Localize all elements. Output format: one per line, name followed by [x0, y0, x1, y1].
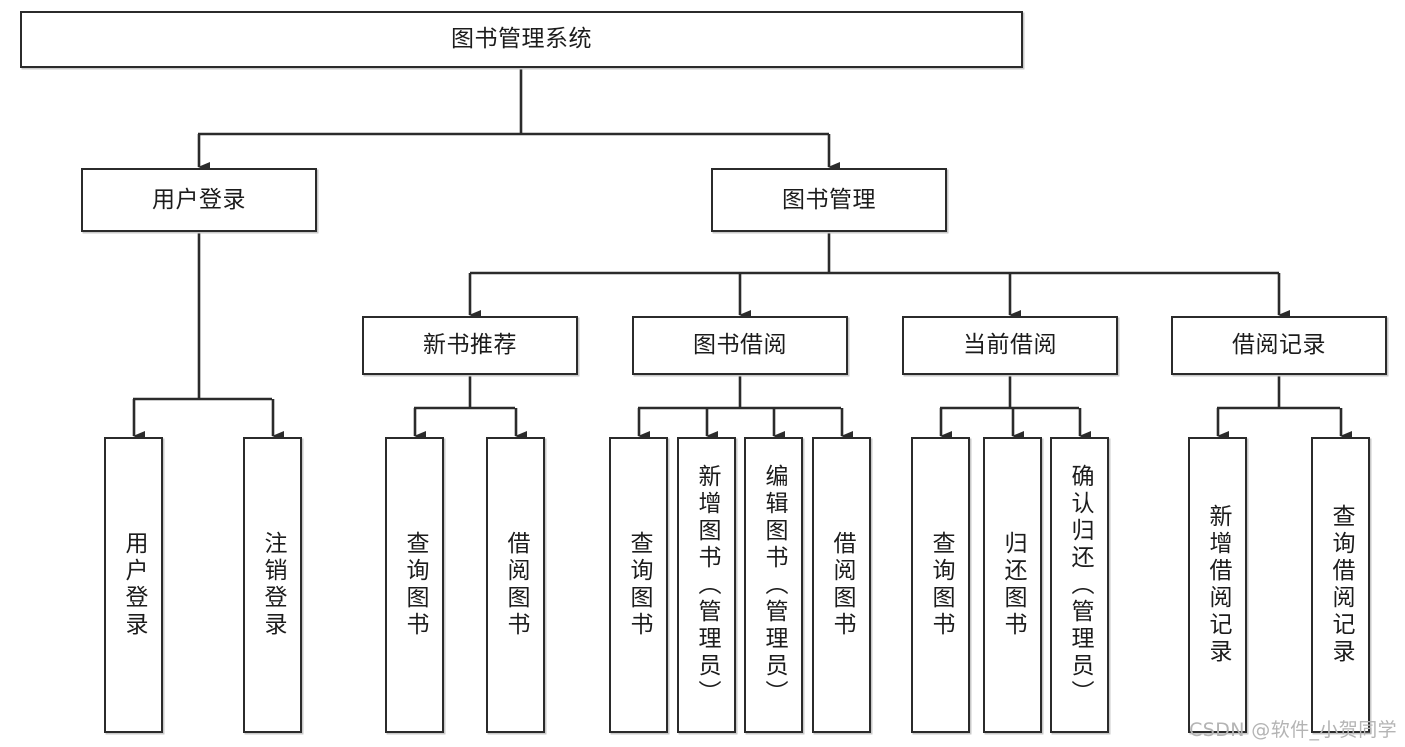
- node-label: 归还图书: [1000, 531, 1026, 639]
- node-label: 借阅图书: [829, 531, 855, 639]
- node-new-book-recommend[interactable]: 新书推荐: [362, 316, 578, 375]
- node-label: 查询借阅记录: [1328, 504, 1354, 666]
- leaf-borrow-borrow-book[interactable]: 借阅图书: [812, 437, 871, 733]
- node-user-login-module[interactable]: 用户登录: [81, 168, 317, 232]
- node-label: 查询图书: [928, 531, 954, 639]
- leaf-user-login[interactable]: 用户登录: [104, 437, 163, 733]
- leaf-user-logout[interactable]: 注销登录: [243, 437, 302, 733]
- node-label: 借阅记录: [1232, 332, 1326, 359]
- node-label: 编辑图书（管理员）: [761, 463, 787, 707]
- node-label: 新书推荐: [423, 332, 517, 359]
- node-label: 新增图书（管理员）: [694, 463, 720, 707]
- node-label: 注销登录: [260, 531, 286, 639]
- node-label: 用户登录: [121, 531, 147, 639]
- node-label: 图书借阅: [693, 332, 787, 359]
- leaf-current-confirm-return-admin[interactable]: 确认归还（管理员）: [1050, 437, 1109, 733]
- node-borrow-record[interactable]: 借阅记录: [1171, 316, 1387, 375]
- node-label: 借阅图书: [503, 531, 529, 639]
- node-book-management-module[interactable]: 图书管理: [711, 168, 947, 232]
- leaf-borrow-edit-book-admin[interactable]: 编辑图书（管理员）: [744, 437, 803, 733]
- node-label: 图书管理系统: [451, 26, 592, 53]
- node-label: 新增借阅记录: [1205, 504, 1231, 666]
- node-root-system[interactable]: 图书管理系统: [20, 11, 1023, 68]
- leaf-record-query-borrow-record[interactable]: 查询借阅记录: [1311, 437, 1370, 733]
- connector-group: [132, 68, 1352, 441]
- node-book-borrow[interactable]: 图书借阅: [632, 316, 848, 375]
- node-label: 图书管理: [782, 186, 876, 213]
- node-current-borrow[interactable]: 当前借阅: [902, 316, 1118, 375]
- node-label: 用户登录: [152, 186, 246, 213]
- leaf-borrow-add-book-admin[interactable]: 新增图书（管理员）: [677, 437, 736, 733]
- leaf-current-query-book[interactable]: 查询图书: [911, 437, 970, 733]
- leaf-current-return-book[interactable]: 归还图书: [983, 437, 1042, 733]
- leaf-record-add-borrow-record[interactable]: 新增借阅记录: [1188, 437, 1247, 733]
- node-label: 查询图书: [402, 531, 428, 639]
- node-label: 确认归还（管理员）: [1067, 463, 1093, 707]
- node-label: 当前借阅: [963, 332, 1057, 359]
- leaf-new-borrow-book[interactable]: 借阅图书: [486, 437, 545, 733]
- node-label: 查询图书: [626, 531, 652, 639]
- leaf-borrow-query-book[interactable]: 查询图书: [609, 437, 668, 733]
- leaf-new-query-book[interactable]: 查询图书: [385, 437, 444, 733]
